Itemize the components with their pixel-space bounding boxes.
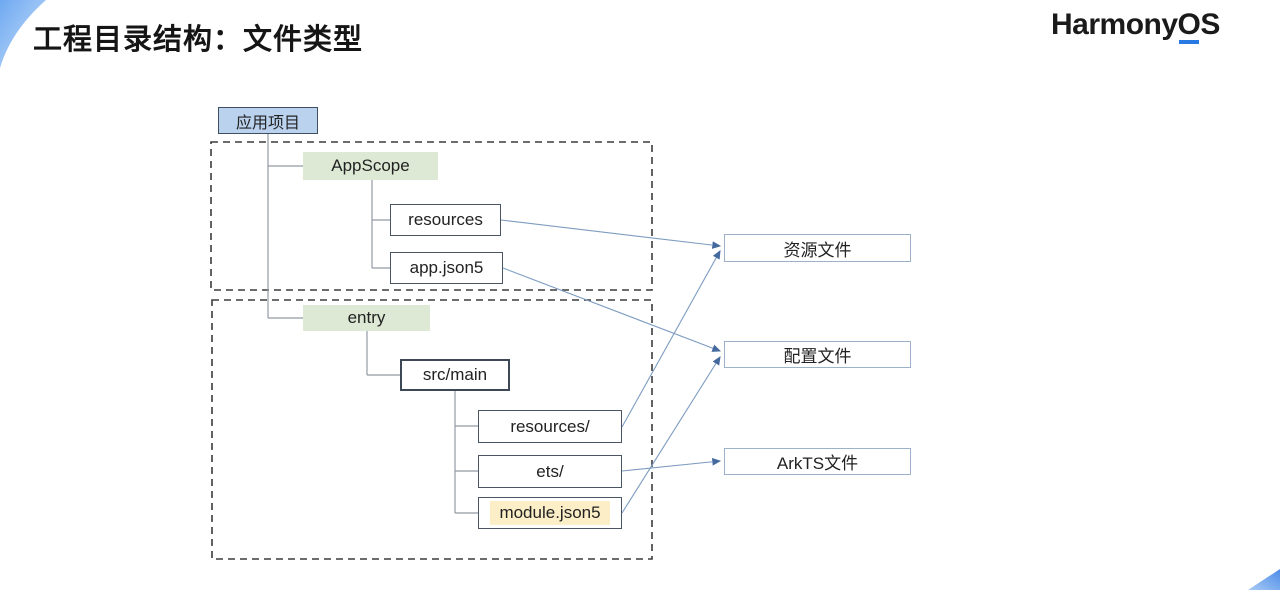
harmonyos-logo: HarmonyOS bbox=[1051, 8, 1220, 44]
module-json5-highlight: module.json5 bbox=[490, 501, 610, 525]
node-app-project: 应用项目 bbox=[218, 107, 318, 134]
node-src-main: src/main bbox=[400, 359, 510, 391]
node-entry: entry bbox=[303, 305, 430, 331]
category-resource-files: 资源文件 bbox=[724, 234, 911, 262]
category-arkts-files: ArkTS文件 bbox=[724, 448, 911, 475]
node-resources: resources bbox=[390, 204, 501, 236]
node-ets-dir: ets/ bbox=[478, 455, 622, 488]
node-resources-dir: resources/ bbox=[478, 410, 622, 443]
arrow-appjson5-to-configfile bbox=[502, 267, 722, 352]
logo-text-s: S bbox=[1200, 8, 1220, 41]
logo-text-harmony: Harmony bbox=[1051, 8, 1178, 41]
page-title: 工程目录结构：文件类型 bbox=[33, 24, 364, 56]
node-module-json5: module.json5 bbox=[478, 497, 622, 529]
logo-text-o-underlined: O bbox=[1177, 8, 1201, 44]
node-appscope: AppScope bbox=[303, 152, 438, 180]
bottom-right-corner-decoration bbox=[1248, 569, 1280, 590]
node-app-json5: app.json5 bbox=[390, 252, 503, 284]
arrow-resources-to-resourcefile bbox=[500, 219, 722, 249]
arrow-resourcesdir-to-resourcefile bbox=[621, 250, 721, 428]
category-config-files: 配置文件 bbox=[724, 341, 911, 368]
arrow-modulejson5-to-configfile bbox=[621, 356, 721, 514]
arrow-etsdir-to-arktsfile bbox=[621, 457, 722, 472]
